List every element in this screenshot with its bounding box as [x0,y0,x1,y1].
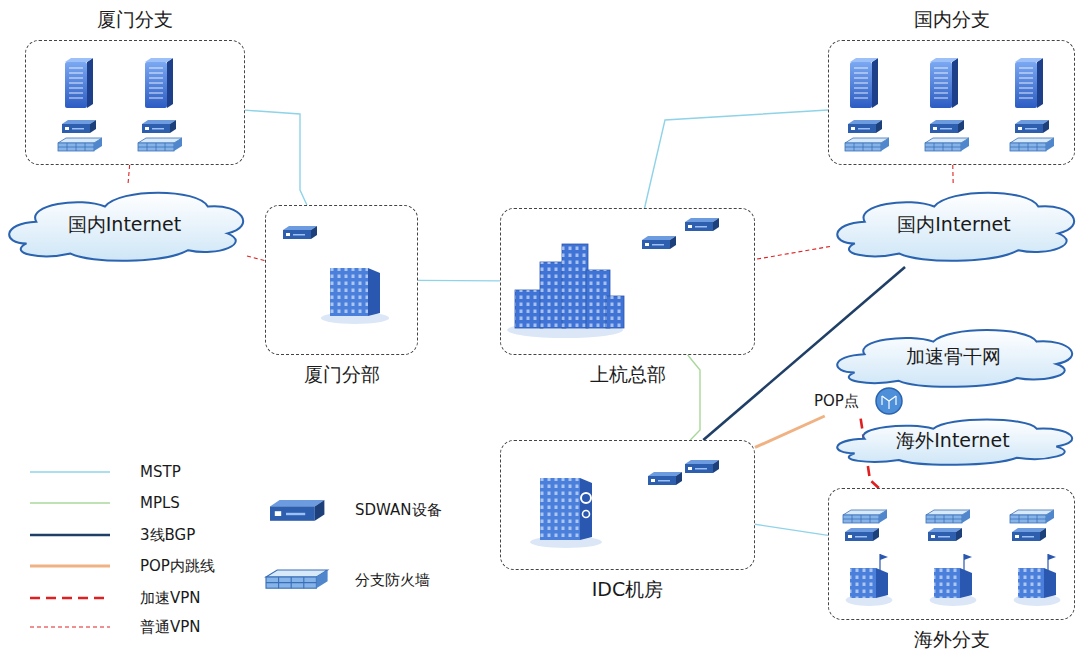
site-region: IDC机房 [500,440,755,570]
sdwan-device-icon [270,500,324,521]
legend-text: MSTP [140,463,181,481]
legend-entry: POP内跳线 [140,555,215,577]
sdwan-device-icon [930,120,964,133]
legend-text: 3线BGP [140,526,195,544]
legend-text: 分支防火墙 [355,571,430,589]
server-icon [850,58,878,108]
legend-entry: MSTP [140,461,181,483]
overseas-office-building [846,554,893,606]
site-label: 厦门分部 [266,362,417,386]
headquarters-buildings [507,244,624,338]
site-label: 上杭总部 [501,362,754,386]
cloud-label: 加速骨干网 [906,344,1001,370]
network-link [247,256,265,261]
firewall-icon [1010,138,1054,151]
network-link [755,524,828,535]
sdwan-device-icon [142,120,176,133]
overseas-office-building [1014,554,1061,606]
cloud-label: 海外Internet [896,428,1009,454]
idc-building [530,478,602,548]
network-link [755,246,830,259]
legend-entry: 分支防火墙 [355,569,430,591]
network-link [645,110,828,208]
sdwan-device-icon [848,120,882,133]
sdwan-device-icon [1012,528,1046,541]
legend-entry: 普通VPN [140,616,201,638]
network-link [245,110,307,205]
pop-icon [874,386,904,416]
site-label: 厦门分支 [26,7,244,31]
network-link [952,165,953,183]
legend-line-sample [30,626,110,627]
legend-line-sample [30,502,110,503]
server-icon [65,58,93,108]
network-link [755,416,825,447]
legend-line-sample [30,471,110,472]
pop-point: POP点 [812,386,904,416]
firewall-icon [1010,510,1054,523]
firewall-icon [843,510,887,523]
site-region: 上杭总部 [500,208,755,355]
network-cloud: 加速骨干网 [830,322,1076,392]
network-link [128,165,130,183]
sdwan-device-icon [685,460,719,473]
server-icon [145,58,173,108]
network-link [688,355,700,440]
firewall-icon [845,138,889,151]
site-label: 国内分支 [829,7,1074,31]
legend-entry: 3线BGP [140,524,195,546]
overseas-office-building [930,554,977,606]
server-icon [930,58,958,108]
legend-text: MPLS [140,494,180,512]
network-cloud: 国内Internet [830,183,1078,267]
sdwan-device-icon [648,472,682,485]
branch-office-building [321,268,389,324]
sdwan-device-icon [928,528,962,541]
firewall-icon [926,510,970,523]
network-cloud: 海外Internet [830,413,1076,469]
legend-entry: SDWAN设备 [355,499,442,521]
firewall-icon [58,138,102,151]
site-region: 国内分支 [828,40,1075,165]
network-link [418,280,500,282]
legend-entry: 加速VPN [140,587,201,609]
legend-text: SDWAN设备 [355,501,442,519]
pop-label: POP点 [812,391,861,411]
sdwan-device-icon [685,218,719,231]
cloud-label: 国内Internet [897,212,1010,238]
legend-line-sample [30,534,110,537]
sdwan-device-icon [62,120,96,133]
sdwan-device-icon [1015,120,1049,133]
firewall-icon [138,138,182,151]
firewall-icon [925,138,969,151]
firewall-icon [266,570,328,588]
site-label: 海外分支 [829,627,1074,651]
legend-line-sample [30,597,110,600]
legend-text: 普通VPN [140,618,201,636]
legend-entry: MPLS [140,492,180,514]
server-icon [1015,58,1043,108]
site-label: IDC机房 [501,577,754,601]
cloud-label: 国内Internet [68,212,181,238]
legend-line-sample [30,565,110,568]
site-region: 厦门分支 [25,40,245,165]
sdwan-device-icon [845,528,879,541]
sdwan-device-icon [642,236,676,249]
legend-text: 加速VPN [140,589,201,607]
legend-text: POP内跳线 [140,557,215,575]
site-region: 厦门分部 [265,205,418,355]
sdwan-device-icon [283,226,317,239]
site-region: 海外分支 [828,488,1075,620]
network-cloud: 国内Internet [2,183,247,267]
